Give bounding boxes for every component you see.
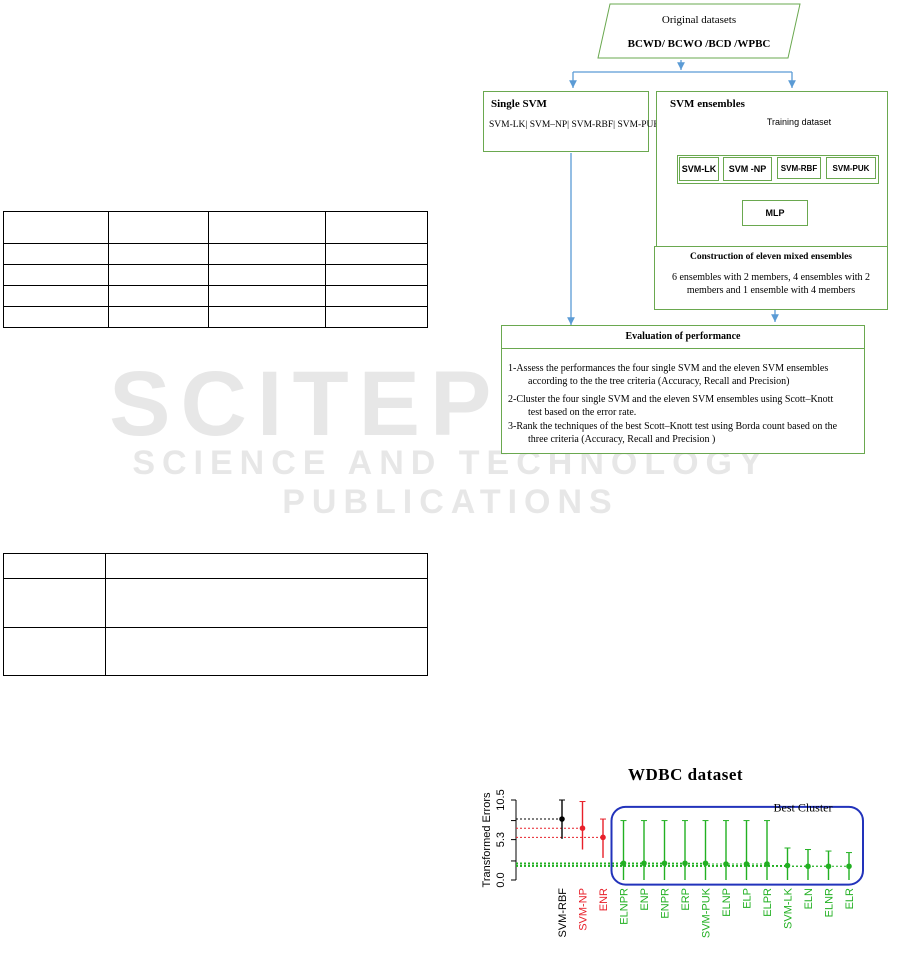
best-cluster-label: Best Cluster	[774, 800, 833, 814]
x-tick-label: ELPR	[762, 888, 774, 917]
original-datasets-list: BCWD/ BCWO /BCD /WPBC	[627, 38, 771, 50]
y-tick-label: 0.0	[495, 872, 507, 887]
x-tick-label: SVM-LK	[783, 887, 795, 929]
mean-point	[661, 860, 668, 867]
chart-title: WDBC dataset	[628, 765, 744, 784]
x-tick-label: ELR	[844, 888, 856, 909]
mean-point	[579, 825, 586, 831]
mean-point	[600, 834, 606, 841]
x-tick-label: ENR	[598, 888, 610, 911]
member-svm-puk: SVM-PUK	[826, 157, 876, 179]
x-tick-label: ELNPR	[619, 888, 631, 925]
x-tick-label: ELNP	[721, 888, 733, 917]
construction-line-2: members and 1 ensemble with 4 members	[686, 285, 856, 296]
original-datasets-title: Original datasets	[661, 14, 737, 26]
x-tick-label: ENPR	[660, 888, 672, 919]
mean-point	[641, 860, 647, 867]
table-1	[3, 211, 428, 328]
mean-point	[846, 863, 852, 870]
x-tick-label: ELNR	[824, 888, 836, 917]
construction-title: Construction of eleven mixed ensembles	[689, 252, 852, 262]
mean-point	[743, 861, 750, 867]
mean-point	[805, 863, 811, 870]
mean-point	[784, 862, 791, 869]
best-cluster-outline	[610, 805, 864, 886]
y-tick-label: 5.3	[495, 832, 507, 847]
mean-point	[682, 860, 688, 867]
evaluation-step-3a: 3-Rank the techniques of the best Scott–…	[508, 421, 838, 432]
x-tick-label: SVM-NP	[578, 888, 590, 931]
mean-point	[723, 861, 729, 867]
evaluation-step-1a: 1-Assess the performances the four singl…	[508, 363, 829, 374]
evaluation-step-2a: 2-Cluster the four single SVM and the el…	[508, 394, 834, 405]
mean-point	[702, 860, 709, 867]
mean-point	[559, 816, 565, 822]
table-2	[3, 553, 428, 676]
x-tick-label: SVM-RBF	[557, 888, 569, 938]
x-tick-label: ERP	[680, 888, 692, 911]
mean-point	[825, 863, 832, 870]
evaluation-step-1b: according to the the tree criteria (Accu…	[528, 376, 790, 387]
svm-ensembles-title: SVM ensembles	[670, 98, 745, 110]
construction-box: Construction of eleven mixed ensembles 6…	[654, 246, 888, 310]
x-tick-label: SVM-PUK	[701, 887, 713, 938]
mean-point	[620, 860, 627, 867]
member-svm-rbf: SVM-RBF	[777, 157, 821, 179]
single-svm-title: Single SVM	[491, 98, 547, 110]
single-svm-members: SVM-LK| SVM–NP| SVM-RBF| SVM-PUK	[489, 120, 661, 130]
single-svm-box: Single SVM SVM-LK| SVM–NP| SVM-RBF| SVM-…	[483, 91, 660, 152]
y-axis-label: Transformed Errors	[481, 792, 493, 887]
mlp-box: MLP	[742, 200, 808, 226]
mean-point	[764, 861, 770, 867]
evaluation-title: Evaluation of performance	[625, 331, 741, 342]
y-tick-label: 10.5	[495, 789, 507, 810]
x-tick-label: ELP	[742, 888, 754, 909]
training-dataset-label: Training dataset	[766, 117, 832, 127]
evaluation-step-3b: three criteria (Accuracy, Recall and Pre…	[528, 434, 716, 445]
x-tick-label: ENP	[639, 888, 651, 911]
member-svm-lk: SVM-LK	[679, 157, 719, 181]
member-svm-np: SVM -NP	[723, 157, 772, 181]
construction-line-1: 6 ensembles with 2 members, 4 ensembles …	[671, 272, 871, 283]
x-tick-label: ELN	[803, 888, 815, 909]
evaluation-box: Evaluation of performance 1-Assess the p…	[501, 325, 865, 454]
evaluation-step-2b: test based on the error rate.	[528, 407, 637, 418]
